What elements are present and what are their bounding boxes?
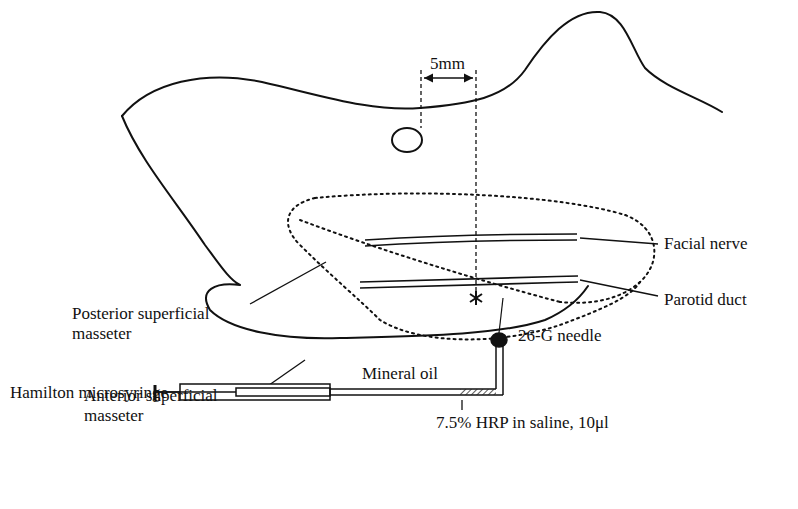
facial-nerve <box>365 234 577 240</box>
leader-line <box>580 280 658 296</box>
part-label: Posterior superficial masseter <box>72 304 252 344</box>
head-outline <box>122 12 722 116</box>
anterior-masseter-outline <box>288 198 640 339</box>
dimension-line <box>475 70 476 292</box>
parotid-duct <box>360 282 578 288</box>
part-label: Parotid duct <box>664 290 747 310</box>
leader-line <box>580 238 658 244</box>
dimension-line <box>420 70 421 128</box>
parotid-duct <box>360 276 578 282</box>
part-label: 26-G needle <box>518 326 602 346</box>
posterior-masseter-outline <box>315 193 654 302</box>
part-label: Facial nerve <box>664 234 748 254</box>
part-label: Hamilton microsyringe <box>10 383 168 403</box>
leader-line <box>461 400 462 410</box>
eye <box>392 128 422 152</box>
dimension-label: 5mm <box>430 54 465 74</box>
injection-site <box>470 291 482 305</box>
part-label: 7.5% HRP in saline, 10μl <box>436 413 609 433</box>
dimension-arrow <box>424 77 473 78</box>
facial-nerve <box>365 240 577 246</box>
leader-line <box>250 262 326 304</box>
part-label: Mineral oil <box>362 364 438 384</box>
masseter-border <box>300 220 560 302</box>
